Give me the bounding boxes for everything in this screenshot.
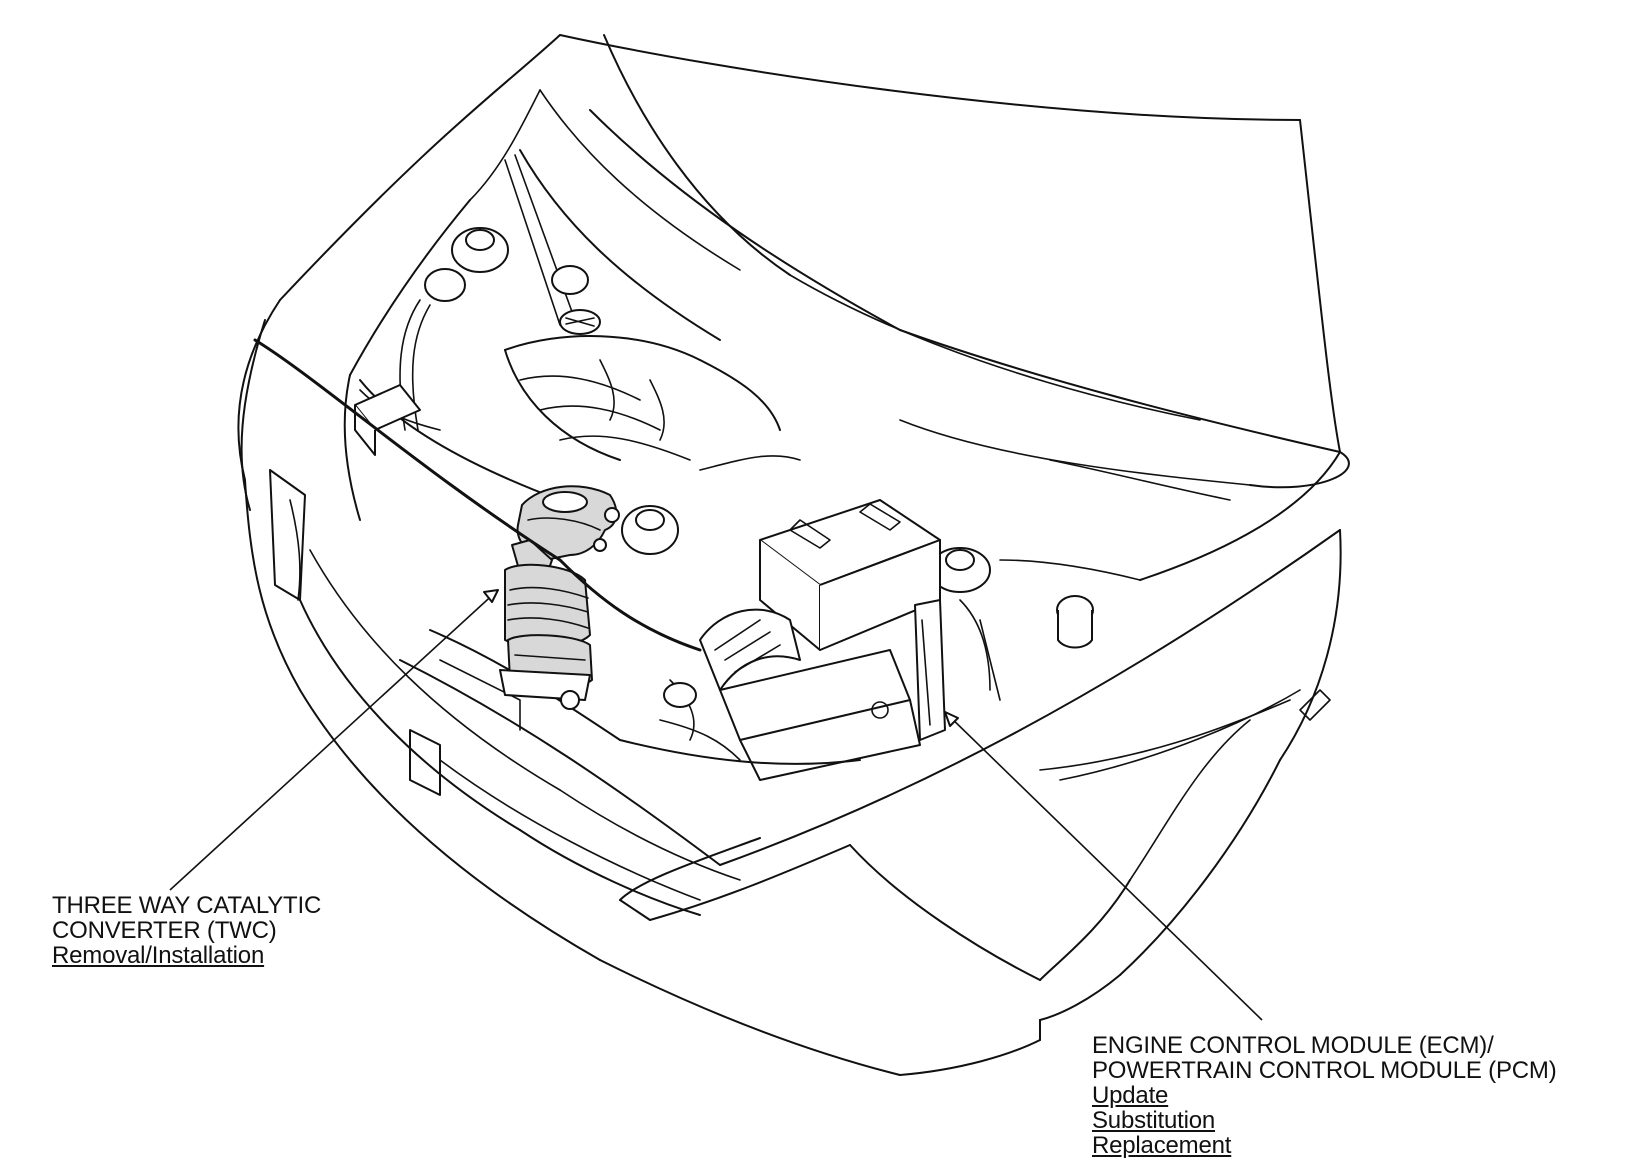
twc-callout: THREE WAY CATALYTIC CONVERTER (TWC) Remo… — [52, 893, 321, 968]
catalytic-converter — [499, 485, 620, 710]
twc-title-line-1: THREE WAY CATALYTIC — [52, 892, 322, 919]
twc-title-line-2: CONVERTER (TWC) — [52, 917, 277, 944]
ecm-substitution-link[interactable]: Substitution — [1092, 1107, 1216, 1134]
ecm-leader-line — [944, 711, 1263, 1021]
engine-components — [354, 227, 1141, 781]
twc-removal-installation-link[interactable]: Removal/Installation — [52, 942, 265, 969]
ecm-update-link[interactable]: Update — [1092, 1082, 1169, 1109]
ecm-title-line-1: ENGINE CONTROL MODULE (ECM)/ — [1092, 1032, 1494, 1059]
car-body — [237, 299, 1342, 1076]
ecm-title-line-2: POWERTRAIN CONTROL MODULE (PCM) — [1092, 1057, 1557, 1084]
ecm-pcm-callout: ENGINE CONTROL MODULE (ECM)/ POWERTRAIN … — [1092, 1032, 1557, 1159]
twc-leader-line — [169, 589, 499, 891]
open-hood — [279, 34, 1350, 501]
hood-leading-edge — [253, 338, 702, 652]
twc-leader-arrow — [483, 589, 499, 603]
ecm-leader-arrow — [944, 711, 959, 727]
ecm-replacement-link[interactable]: Replacement — [1092, 1132, 1232, 1159]
